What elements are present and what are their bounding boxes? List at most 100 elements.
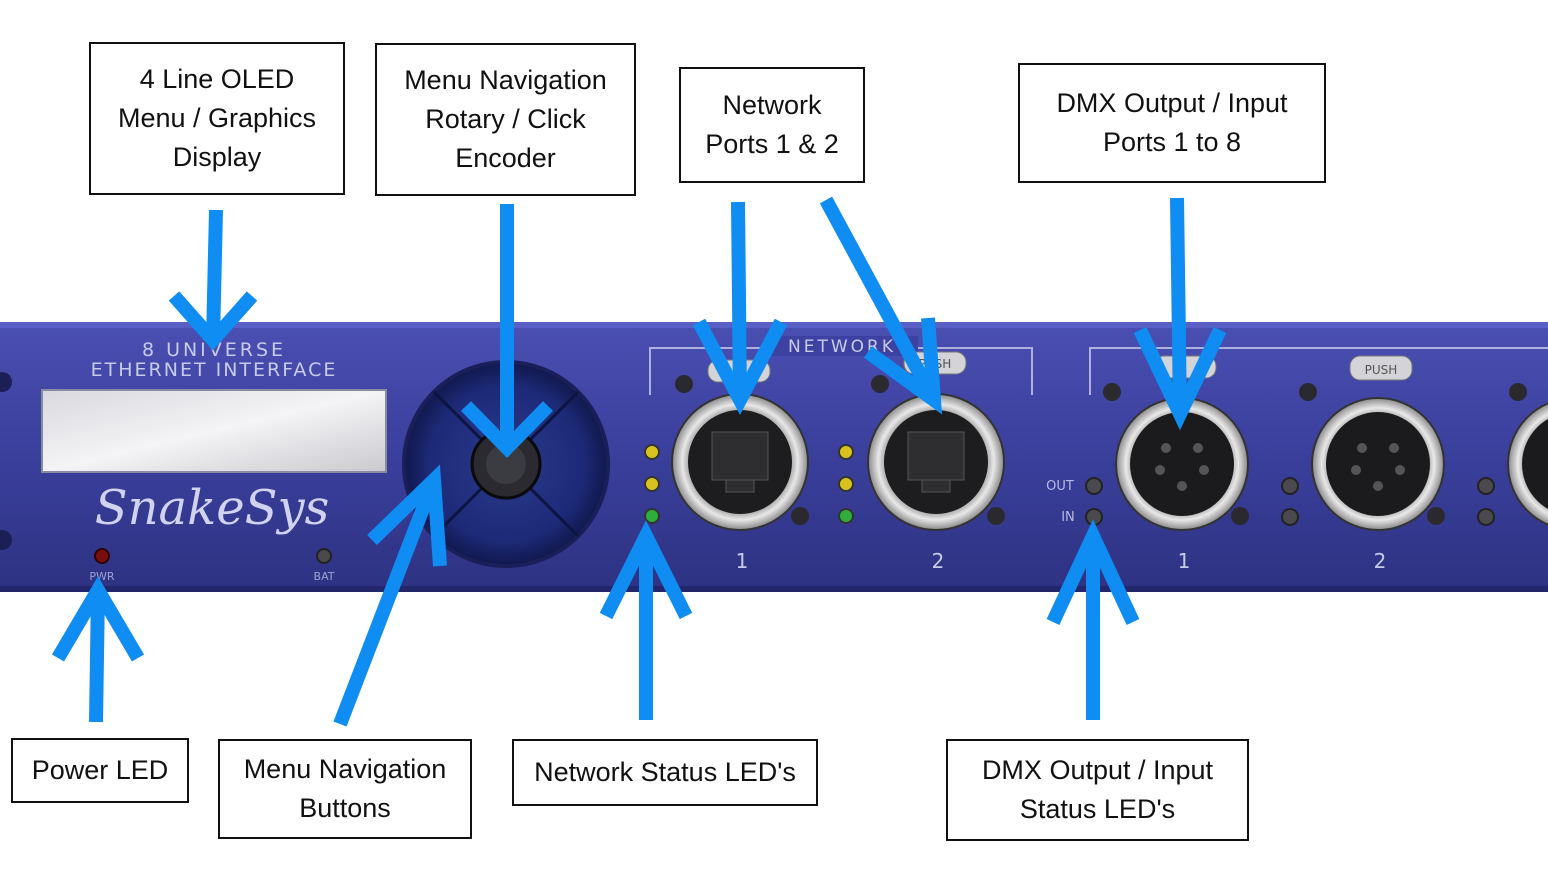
xlr-pin [1177,481,1187,491]
arrow-network-port-2-head [863,317,943,415]
mount-screw-icon [1509,383,1527,401]
callout-network-ports: Network Ports 1 & 2 [679,67,865,183]
arrow-power-led [89,589,105,723]
network-port-2[interactable]: PUSH [867,351,1005,531]
arrow-dmx-status-head [1046,519,1140,625]
in-label: IN [1061,510,1075,525]
rack-screw-icon [0,530,12,550]
callout-line: Buttons [299,793,391,823]
mount-screw-icon [871,375,889,393]
callout-line: Rotary / Click [425,104,586,134]
mount-screw-icon [987,507,1005,525]
callout-line: Display [172,142,262,172]
callout-rotary-encoder: Menu Navigation Rotary / Click Encoder [375,43,636,196]
out-label: OUT [1046,479,1074,494]
panel-title-line1: 8 UNIVERSE [142,339,286,361]
network-port-number: 1 [736,549,749,573]
callout-line: Ports 1 & 2 [705,129,839,159]
dmx-port-2[interactable]: PUSH [1299,355,1445,531]
rj45-socket[interactable] [711,431,769,481]
xlr-socket[interactable] [1326,412,1430,516]
callout-line: 4 Line OLED [139,64,295,94]
battery-led [316,548,332,564]
xlr-pin [1161,443,1171,453]
callout-line: Status LED's [1019,794,1176,824]
xlr-pin [1193,443,1203,453]
arrow-network-port-1-head [692,318,788,416]
xlr-pin [1351,465,1361,475]
callout-network-status: Network Status LED's [512,739,818,806]
dmx-out-led [1085,477,1103,495]
dmx-port-number: 1 [1178,549,1191,573]
arrow-oled-display [206,209,223,341]
arrow-power-led-head [51,576,145,662]
mount-screw-icon [1299,383,1317,401]
brand-logo: SnakeSys [95,480,330,536]
network-status-led [644,476,660,492]
pwr-label: PWR [89,570,115,583]
callout-line: Ports 1 to 8 [1102,127,1242,157]
arrow-rotary-encoder-head [460,401,554,459]
xlr-socket[interactable] [1130,412,1234,516]
callout-dmx-ports: DMX Output / Input Ports 1 to 8 [1018,63,1326,183]
dmx-port-number: 2 [1374,549,1387,573]
callout-line: Menu / Graphics [117,103,317,133]
push-label: PUSH [1365,363,1398,377]
network-status-led [838,444,854,460]
network-status-led [838,476,854,492]
panel-title-line2: ETHERNET INTERFACE [91,359,338,381]
network-status-led [838,508,854,524]
dmx-in-led [1477,508,1495,526]
rj45-socket[interactable] [907,431,965,481]
arrow-network-port-1 [731,201,747,401]
callout-nav-buttons: Menu Navigation Buttons [218,739,472,839]
callout-oled-display: 4 Line OLED Menu / Graphics Display [89,42,345,195]
rack-screw-icon [0,372,12,392]
callout-line: Power LED [31,755,169,785]
arrow-nav-buttons-head [367,464,447,567]
arrow-nav-buttons [333,477,441,727]
annotation-arrows [51,196,1227,727]
xlr-socket[interactable] [1522,412,1548,516]
arrow-dmx-port-head [1133,326,1227,431]
encoder-knob-center [486,444,526,484]
network-label: NETWORK [788,337,896,357]
xlr-pin [1395,465,1405,475]
dmx-port-3[interactable] [1507,383,1548,530]
dmx-out-led [1477,477,1495,495]
callout-line: DMX Output / Input [981,755,1214,785]
dmx-in-led [1281,508,1299,526]
arrow-oled-display-head [168,291,258,351]
xlr-pin [1155,465,1165,475]
callout-line: DMX Output / Input [1056,88,1288,118]
callout-line: Menu Navigation [404,65,607,95]
power-led [94,548,110,564]
callout-power-led: Power LED [11,738,189,803]
callout-line: Menu Navigation [243,754,447,784]
arrow-network-port-2 [819,196,941,404]
network-status-led [644,508,660,524]
callout-line: Network Status LED's [534,757,796,787]
arrow-dmx-port [1170,197,1187,415]
network-port-number: 2 [932,549,945,573]
panel-bottom-edge [0,586,1548,592]
xlr-pin [1357,443,1367,453]
xlr-pin [1199,465,1209,475]
mount-screw-icon [791,507,809,525]
oled-display [41,389,387,473]
xlr-pin [1389,443,1399,453]
mount-screw-icon [1103,383,1121,401]
rj45-latch [725,479,755,493]
dmx-group-frame [1089,347,1548,395]
rj45-latch [921,479,951,493]
arrow-network-status-head [599,520,693,620]
callout-line: Encoder [455,143,556,173]
mount-screw-icon [1427,507,1445,525]
dmx-out-led [1281,477,1299,495]
network-status-led [644,444,660,460]
network-label-bg [768,336,918,356]
rotary-encoder[interactable] [402,360,610,568]
release-tab[interactable] [1349,355,1413,381]
callout-line: Network [722,90,822,120]
